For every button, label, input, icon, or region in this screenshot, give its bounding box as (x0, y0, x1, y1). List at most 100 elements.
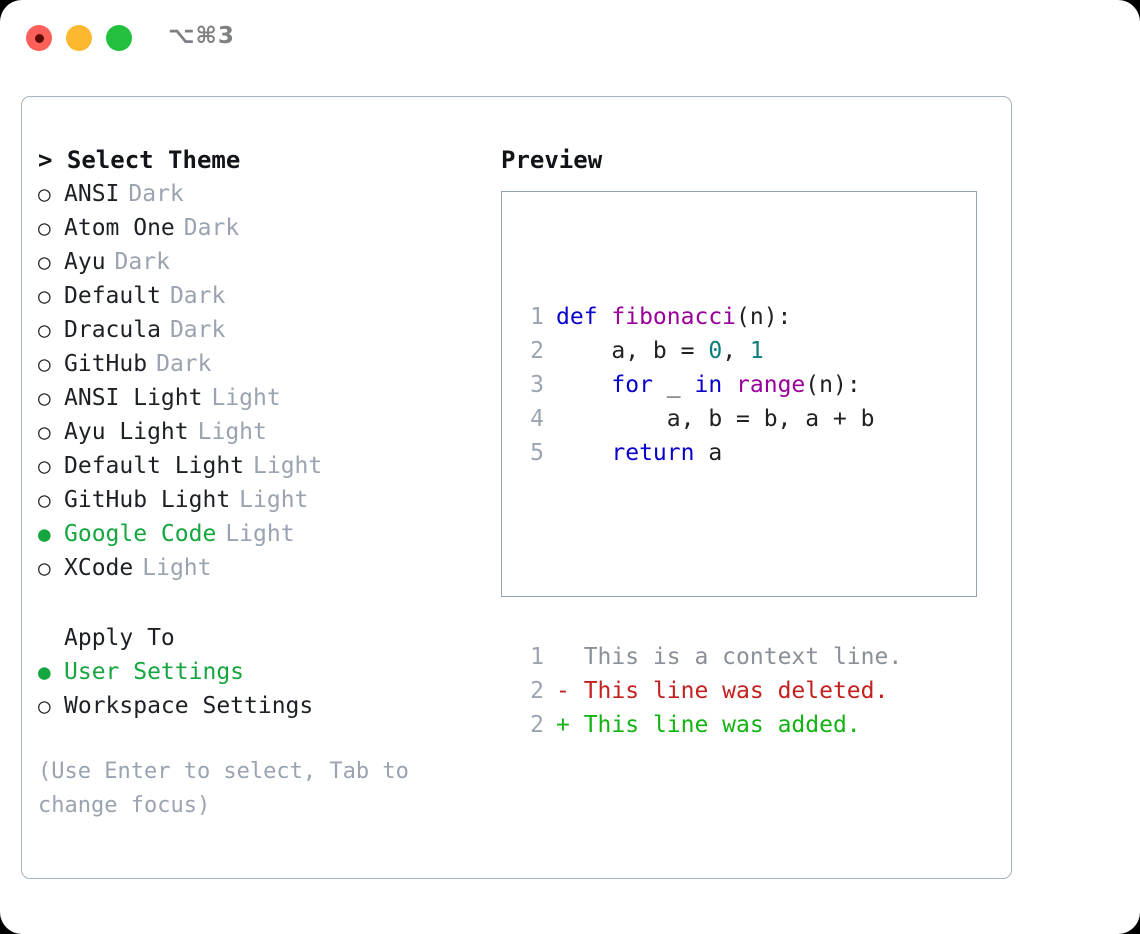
keyboard-hint: (Use Enter to select, Tab to change focu… (38, 759, 409, 818)
code-line-content: def fibonacci(n): (556, 300, 791, 334)
keyboard-shortcut-indicator: ⌥⌘3 (168, 23, 235, 49)
theme-option[interactable]: ○ GitHub Light Light (38, 483, 478, 517)
radio-unselected-icon: ○ (38, 488, 51, 512)
maximize-button[interactable] (106, 25, 132, 51)
apply-to-option-label: User Settings (64, 659, 245, 685)
theme-option-category: Light (253, 453, 323, 479)
code-line-content: a, b = b, a + b (556, 402, 875, 436)
theme-option-category: Dark (156, 351, 212, 377)
radio-unselected-icon: ○ (38, 420, 51, 444)
theme-option-category: Dark (128, 181, 184, 207)
code-line: 5 return a (516, 436, 902, 470)
line-number: 2 (530, 678, 544, 704)
diff-block: 1 This is a context line.2- This line wa… (516, 640, 902, 742)
radio-unselected-icon: ○ (38, 694, 51, 718)
code-spacer (516, 538, 902, 572)
radio-unselected-icon: ○ (38, 182, 51, 206)
code-line: 3 for _ in range(n): (516, 368, 902, 402)
line-number: 5 (530, 440, 544, 466)
radio-unselected-icon: ○ (38, 556, 51, 580)
radio-unselected-icon: ○ (38, 454, 51, 478)
diff-line: 1 This is a context line. (516, 640, 902, 674)
code-line-content: for _ in range(n): (556, 368, 861, 402)
theme-option-category: Light (197, 419, 267, 445)
preview-title: Preview (501, 146, 603, 174)
diff-line: 2+ This line was added. (516, 708, 902, 742)
diff-text: This is a context line. (583, 644, 903, 670)
theme-option-category: Light (225, 521, 295, 547)
theme-option-label: Google Code (64, 521, 217, 547)
code-token: fibonacci (611, 304, 737, 330)
code-line: 1 def fibonacci(n): (516, 300, 902, 334)
theme-option[interactable]: ○ Ayu Light Light (38, 415, 478, 449)
theme-option-category: Light (142, 555, 212, 581)
theme-option-label: ANSI (64, 181, 120, 207)
diff-marker: + (556, 712, 584, 738)
theme-option-label: Default (64, 283, 161, 309)
theme-option[interactable]: ○ Dracula Dark (38, 313, 478, 347)
diff-line: 2- This line was deleted. (516, 674, 902, 708)
radio-unselected-icon: ○ (38, 352, 51, 376)
apply-to-option[interactable]: ●User Settings (38, 655, 478, 689)
minimize-button[interactable] (66, 25, 92, 51)
code-token: (n): (805, 372, 861, 398)
apply-to-option-label: Workspace Settings (64, 693, 314, 719)
theme-option-label: Atom One (64, 215, 175, 241)
code-token: in (694, 372, 737, 398)
theme-picker-heading: > Select Theme (38, 146, 241, 174)
diff-text: This line was deleted. (583, 678, 889, 704)
code-token: 0 (708, 338, 723, 364)
theme-option[interactable]: ○ ANSI Dark (38, 177, 478, 211)
window-controls (26, 25, 132, 51)
theme-option[interactable]: ○ Default Light Light (38, 449, 478, 483)
radio-unselected-icon: ○ (38, 318, 51, 342)
theme-option[interactable]: ○ ANSI Light Light (38, 381, 478, 415)
theme-option-label: XCode (64, 555, 134, 581)
line-number: 3 (530, 372, 544, 398)
theme-option[interactable]: ○ XCode Light (38, 551, 478, 585)
apply-to-option[interactable]: ○ Workspace Settings (38, 689, 478, 723)
radio-unselected-icon: ○ (38, 250, 51, 274)
code-line-content: a, b = 0, 1 (556, 334, 763, 368)
theme-option-category: Dark (169, 283, 226, 309)
diff-text: This line was added. (583, 712, 861, 738)
code-token: (n): (736, 304, 792, 330)
code-line: 4 a, b = b, a + b (516, 402, 902, 436)
theme-option[interactable]: ○ Atom One Dark (38, 211, 478, 245)
code-token: a (708, 440, 723, 466)
theme-option-label: Ayu Light (64, 419, 189, 445)
diff-marker (556, 640, 584, 674)
theme-option-label: ANSI Light (64, 385, 203, 411)
theme-option-label: Ayu (64, 249, 106, 275)
line-number: 4 (530, 406, 544, 432)
theme-option-category: Dark (169, 317, 226, 343)
theme-option[interactable]: ○ Ayu Dark (38, 245, 478, 279)
line-number: 1 (530, 304, 544, 330)
theme-option-label: Dracula (64, 317, 161, 343)
theme-option-category: Light (211, 385, 281, 411)
close-button[interactable] (26, 25, 52, 51)
title-bar: ⌥⌘3 (0, 0, 1140, 78)
theme-option-category: Dark (114, 249, 170, 275)
theme-option-label: Default Light (64, 453, 245, 479)
code-token: def (556, 304, 612, 330)
code-token: for (556, 372, 667, 398)
theme-option-label: GitHub Light (64, 487, 231, 513)
theme-option-category: Light (239, 487, 309, 513)
line-number: 1 (530, 644, 544, 670)
theme-option-category: Dark (183, 215, 240, 241)
code-token: return (556, 440, 709, 466)
code-token: , (722, 338, 750, 364)
radio-unselected-icon: ○ (38, 386, 51, 410)
radio-unselected-icon: ○ (38, 216, 51, 240)
